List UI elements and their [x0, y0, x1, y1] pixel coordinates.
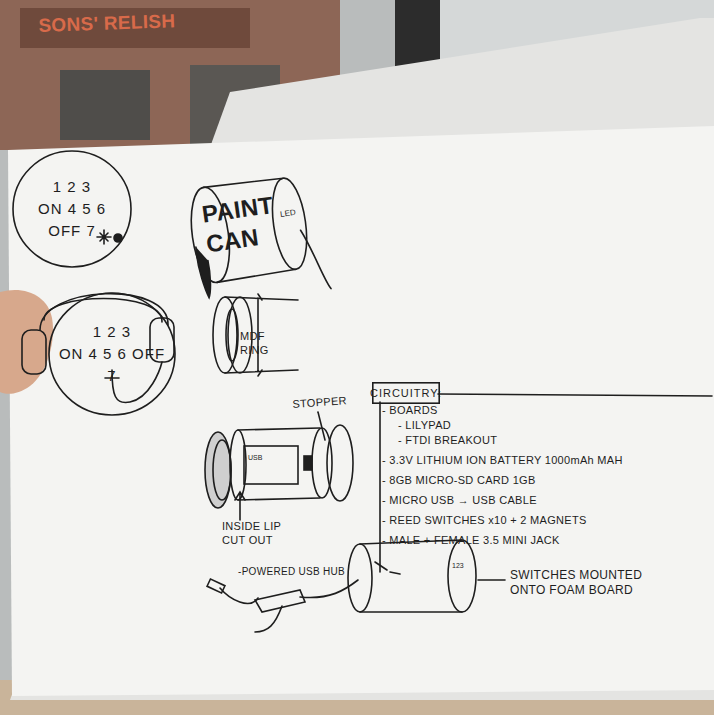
part-note: INSIDE LIP CUT OUT [222, 520, 302, 548]
dial-circle: 1 2 3ON 4 5 6OFF 7 [12, 150, 132, 268]
list-item: - MICRO USB → USB CABLE [382, 494, 712, 508]
leader-line [318, 412, 325, 440]
usb-cable [220, 588, 258, 603]
rule-line [438, 394, 712, 396]
list-item: - LILYPAD [398, 419, 598, 433]
usb-cable [300, 580, 358, 598]
can-label: PAINT CAN [200, 185, 317, 260]
leader-line [478, 579, 505, 581]
list-item: - MALE + FEMALE 3.5 MINI JACK [382, 534, 712, 548]
dial-circle: 1 2 3ON 4 5 6 OFF7 [48, 292, 176, 416]
part-name: STOPPER [292, 392, 373, 411]
list-item: - REED SWITCHES x10 + 2 MAGNETS [382, 514, 712, 528]
dial-row: 1 2 3 [53, 176, 91, 198]
dial-row: ON 4 5 6 [38, 198, 106, 220]
heading-box: CIRCUITRY: [372, 382, 440, 404]
dial-row: 1 2 3 [93, 321, 131, 343]
list-item: - 8GB MICRO-SD CARD 1GB [382, 474, 712, 488]
svg-text:USB: USB [248, 454, 263, 461]
circle-outline [13, 151, 131, 267]
part-note: SWITCHES MOUNTED ONTO FOAM BOARD [510, 568, 650, 598]
star-symbol [97, 230, 111, 244]
building-window [60, 70, 150, 140]
ink-drawing: LED USB 123 [22, 172, 712, 632]
dial-row: ON 4 5 6 OFF [59, 343, 165, 365]
leader-arrow [235, 492, 245, 520]
dial-row: OFF 7 [48, 220, 96, 242]
paper-sheet [8, 126, 714, 696]
usb-hub [255, 590, 305, 612]
rule-line [379, 402, 381, 572]
headphone-wire [112, 362, 162, 403]
part-name: MDF RING [240, 330, 284, 358]
ear-cup [22, 330, 46, 374]
svg-text:123: 123 [452, 562, 464, 569]
svg-text:LED: LED [280, 208, 297, 219]
shop-sign-text: SONS' RELISH [38, 6, 259, 37]
box-heading: CIRCUITRY: [370, 386, 442, 400]
list-item: - 3.3V LITHIUM ION BATTERY 1000mAh MAH [382, 454, 712, 468]
dial-row: 7 [107, 365, 116, 387]
thumb [0, 290, 53, 394]
circle-outline [49, 293, 175, 415]
list-item: - FTDI BREAKOUT [398, 434, 598, 448]
paint-can: LED [186, 172, 331, 307]
part-name: -POWERED USB HUB [238, 566, 378, 579]
list-item: - BOARDS [382, 404, 582, 418]
